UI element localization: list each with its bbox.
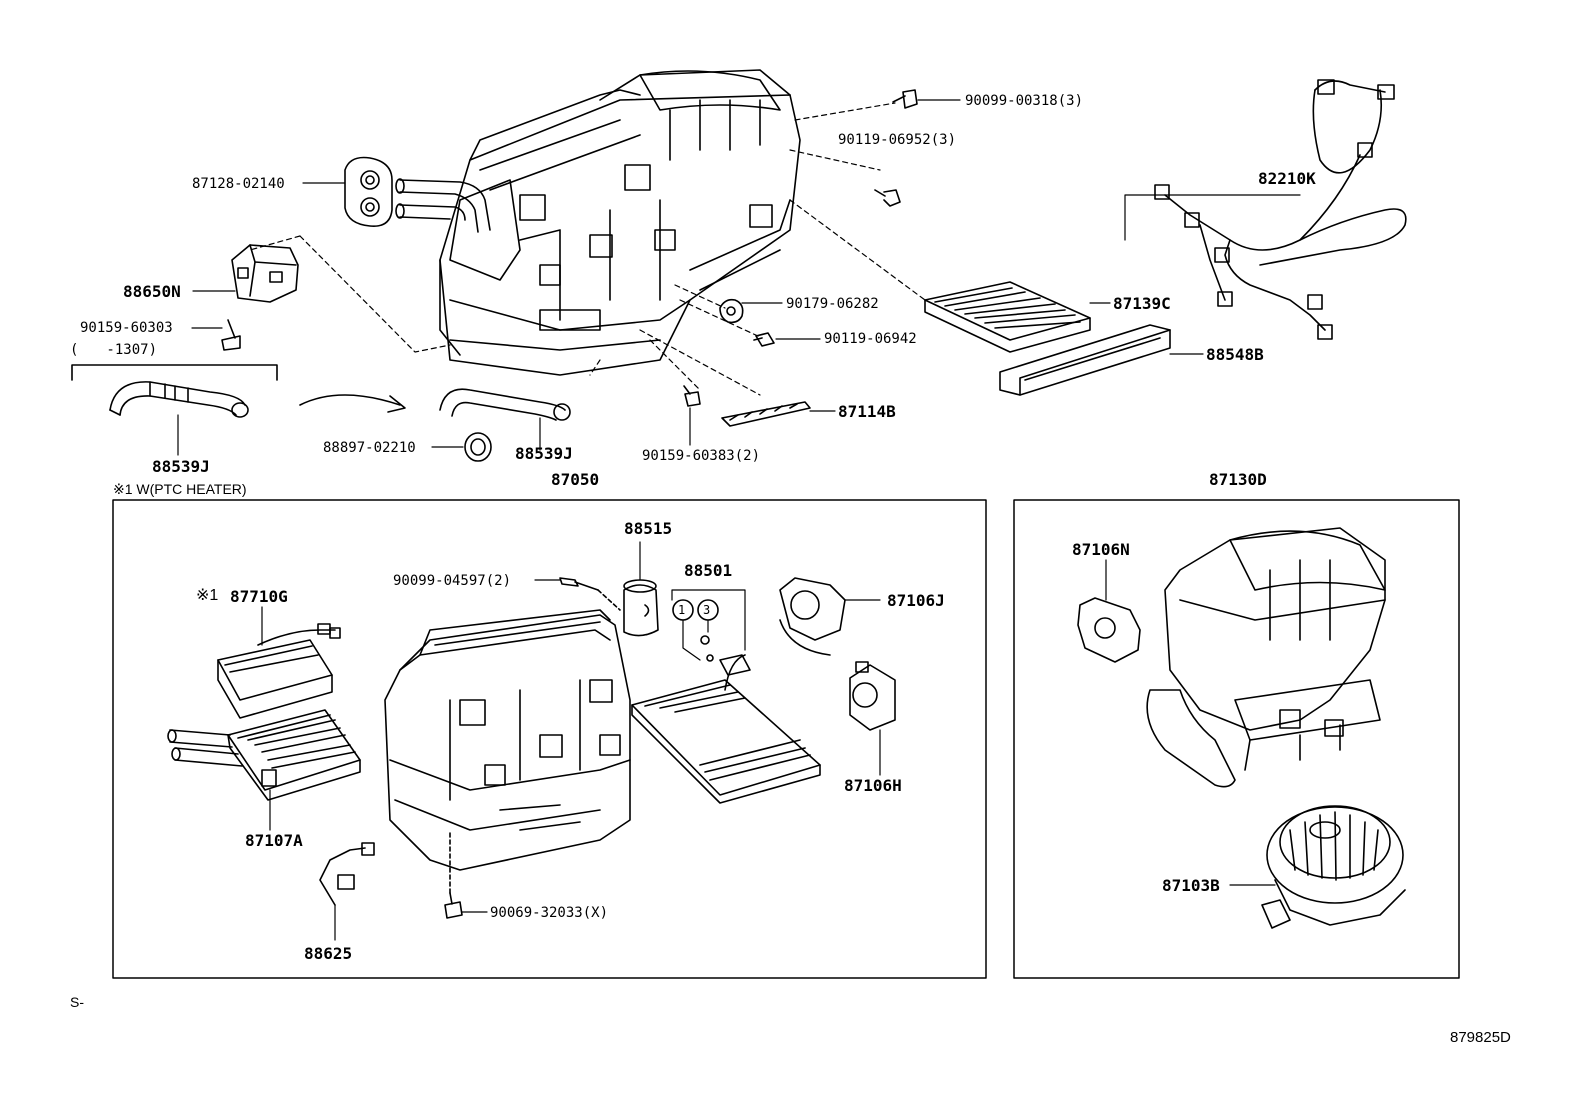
bolt-90099-04597-drawing: [559, 577, 621, 611]
label-88501: 88501: [684, 561, 733, 580]
blower-motor-87103B-drawing: [1261, 805, 1406, 929]
actuator-87106J-drawing: [779, 577, 846, 656]
filter-87139C-drawing: [924, 281, 1091, 353]
heater-pipes: [395, 178, 491, 233]
label-87114B: 87114B: [838, 402, 896, 421]
label-87106J: 87106J: [887, 591, 945, 610]
label-87128-02140: 87128-02140: [192, 176, 285, 192]
label-90159-60303: 90159-60303: [80, 320, 173, 336]
ring-88897-02210-drawing: [464, 432, 492, 462]
label-90119-06942: 90119-06942: [824, 331, 917, 347]
hose-88539J-left-drawing: [109, 381, 249, 418]
footer-left-mark: S-: [70, 994, 84, 1010]
actuator-87106N-drawing: [1077, 597, 1141, 663]
label-87106H: 87106H: [844, 776, 902, 795]
label-82210K: 82210K: [1258, 169, 1316, 188]
label-90119-06952: 90119-06952(3): [838, 132, 957, 148]
hose-88539J-right-drawing: [439, 388, 571, 421]
screw-90159-60383-drawing: [683, 385, 701, 407]
arrow-drawing: [299, 394, 406, 413]
grommet-drawing: [344, 156, 393, 227]
screw-90099-00318-drawing: [892, 89, 918, 109]
circle-label-3: 3: [703, 603, 711, 617]
screw-90159-60303-drawing: [221, 319, 241, 351]
ptc-heater-87710G-drawing: [217, 623, 341, 719]
circle-label-1: 1: [678, 603, 686, 617]
actuator-88650N-drawing: [231, 244, 299, 303]
leader-lines-box-87130D: [1105, 559, 1276, 886]
ring-callouts: [672, 599, 719, 662]
label-87106N: 87106N: [1072, 540, 1130, 559]
mark-ptc: ※1: [196, 587, 219, 604]
figure-id: 879825D: [1450, 1029, 1511, 1046]
heater-unit-assembly-drawing: [439, 69, 801, 376]
label-90069-32033: 90069-32033(X): [490, 905, 609, 921]
actuator-87106H-drawing: [849, 661, 896, 731]
label-87103B: 87103B: [1162, 876, 1220, 895]
box-87050-frame: [112, 499, 987, 979]
leader-lines-upper: [177, 99, 1301, 456]
label-ptc-note: ※1 W(PTC HEATER): [113, 481, 247, 497]
blower-unit-drawing: [1146, 527, 1386, 788]
label-90179-06282: 90179-06282: [786, 296, 879, 312]
box-87130D-frame: [1013, 499, 1460, 979]
box-87050-title: 87050: [551, 470, 600, 489]
label-90159-60383: 90159-60383(2): [642, 448, 761, 464]
label-90099-04597: 90099-04597(2): [393, 573, 512, 589]
evaporator-88501-drawing: [631, 654, 821, 804]
label-90099-00318: 90099-00318(3): [965, 93, 1084, 109]
label-87139C: 87139C: [1113, 294, 1171, 313]
screw-90069-32033-drawing: [444, 829, 463, 919]
label-87107A: 87107A: [245, 831, 303, 850]
dashed-guides-upper: [249, 102, 926, 396]
expansion-valve-88515-drawing: [623, 579, 659, 637]
part-87114B-drawing: [721, 401, 811, 427]
label-88539J-left: 88539J: [152, 457, 210, 476]
range-bracket: [71, 364, 278, 381]
label-88650N: 88650N: [123, 282, 181, 301]
label-range-1307: ( -1307): [70, 342, 158, 358]
leader-lines-box-87050: [261, 541, 881, 941]
sensor-88625-drawing: [319, 842, 375, 906]
heater-case-drawing: [384, 609, 631, 871]
wire-harness-82210K-drawing: [1154, 79, 1407, 340]
label-88548B: 88548B: [1206, 345, 1264, 364]
filter-frame-88548B-drawing: [999, 324, 1171, 396]
nut-90179-06282-drawing: [719, 298, 744, 324]
screw-90119-06942-drawing: [753, 332, 775, 347]
heater-core-87107A-drawing: [167, 709, 361, 801]
box-87130D-title: 87130D: [1209, 470, 1267, 489]
label-88625: 88625: [304, 944, 353, 963]
label-88897-02210: 88897-02210: [323, 440, 416, 456]
label-88515: 88515: [624, 519, 673, 538]
label-88539J-right: 88539J: [515, 444, 573, 463]
screw-90119-06952-drawing: [874, 189, 901, 207]
label-87710G: 87710G: [230, 587, 288, 606]
